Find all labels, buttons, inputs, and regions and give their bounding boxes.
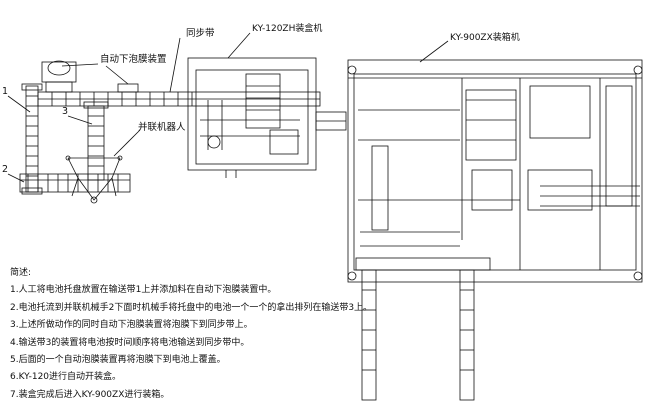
description-step: 5.后面的一个自动泡膜装置再将泡膜下到电池上覆盖。: [10, 355, 226, 366]
transfer-conveyor: [315, 111, 347, 131]
boxing-machine: [187, 57, 317, 178]
marker-2: 2: [2, 164, 8, 175]
parallel-robot: [65, 155, 123, 204]
description-block: 简述: 1.人工将电池托盘放置在输送带1上并添加料在自动下泡膜装置中。 2.电池…: [10, 265, 450, 404]
case-packer-label: KY-900ZX装箱机: [450, 31, 520, 43]
conveyor-3: [83, 101, 109, 181]
marker-3: 3: [62, 106, 68, 117]
description-step: 7.装盒完成后进入KY-900ZX进行装箱。: [10, 389, 170, 400]
description-step: 2.电池托流到并联机械手2下面时机械手将托盘中的电池一个一个的拿出排列在输送带3…: [10, 302, 373, 313]
description-step: 1.人工将电池托盘放置在输送带1上并添加料在自动下泡膜装置中。: [10, 285, 277, 296]
marker-1: 1: [2, 86, 8, 97]
sync-belt: [37, 91, 321, 107]
leader-lines: [7, 32, 449, 183]
conveyor-1: [21, 83, 43, 195]
parallel-robot-label: 并联机器人: [138, 121, 186, 133]
boxing-machine-label: KY-120ZH装盒机: [252, 22, 322, 34]
outfeed-conveyor: [355, 257, 491, 401]
sync-belt-label: 同步带: [186, 28, 215, 39]
description-step: 6.KY-120进行自动开装盒。: [10, 372, 122, 383]
foam-device: [41, 60, 139, 93]
description-step: 3.上述所做动作的同时自动下泡膜装置将泡膜下到同步带上。: [10, 320, 253, 331]
conveyor-2: [19, 173, 131, 193]
description-step: 4.输送带3的装置将电池按时间顺序将电池输送到同步带中。: [10, 337, 250, 348]
case-packer: [347, 59, 643, 283]
description-title: 简述:: [10, 268, 32, 278]
foam-device-label: 自动下泡膜装置: [100, 53, 167, 65]
